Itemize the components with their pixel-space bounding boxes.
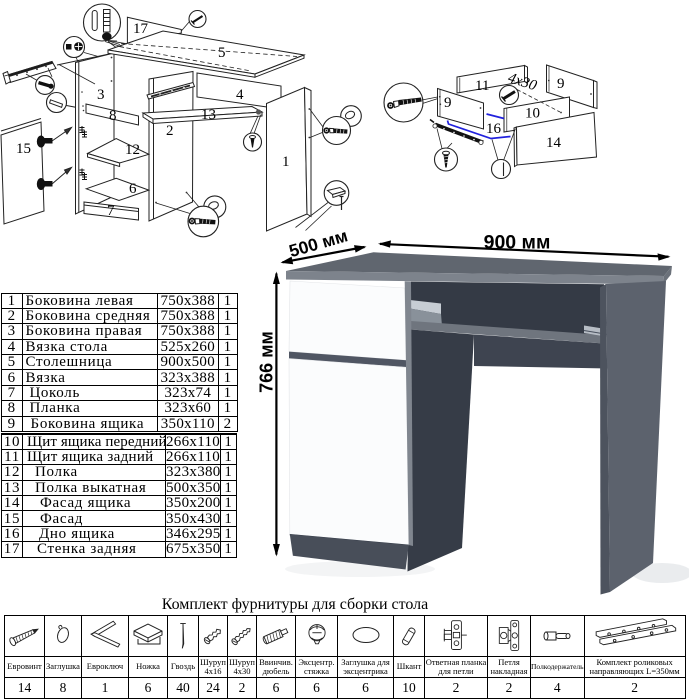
svg-text:17: 17 [133,21,149,37]
svg-text:2: 2 [166,123,174,139]
svg-text:7: 7 [107,203,115,219]
svg-text:16: 16 [486,121,502,137]
svg-text:15: 15 [16,141,31,157]
svg-text:1: 1 [282,154,290,170]
svg-text:8: 8 [109,108,117,124]
svg-text:13: 13 [201,107,216,123]
svg-text:14: 14 [546,135,562,151]
svg-text:11: 11 [475,78,489,94]
svg-text:3: 3 [97,87,105,103]
svg-text:900 мм: 900 мм [484,232,551,254]
svg-text:9: 9 [444,95,452,111]
svg-text:6: 6 [129,181,137,197]
svg-text:10: 10 [525,106,540,122]
svg-text:766 мм: 766 мм [257,331,277,393]
svg-text:5: 5 [218,45,226,61]
svg-text:12: 12 [125,142,140,158]
svg-text:9: 9 [557,76,565,92]
svg-text:4: 4 [236,87,244,103]
